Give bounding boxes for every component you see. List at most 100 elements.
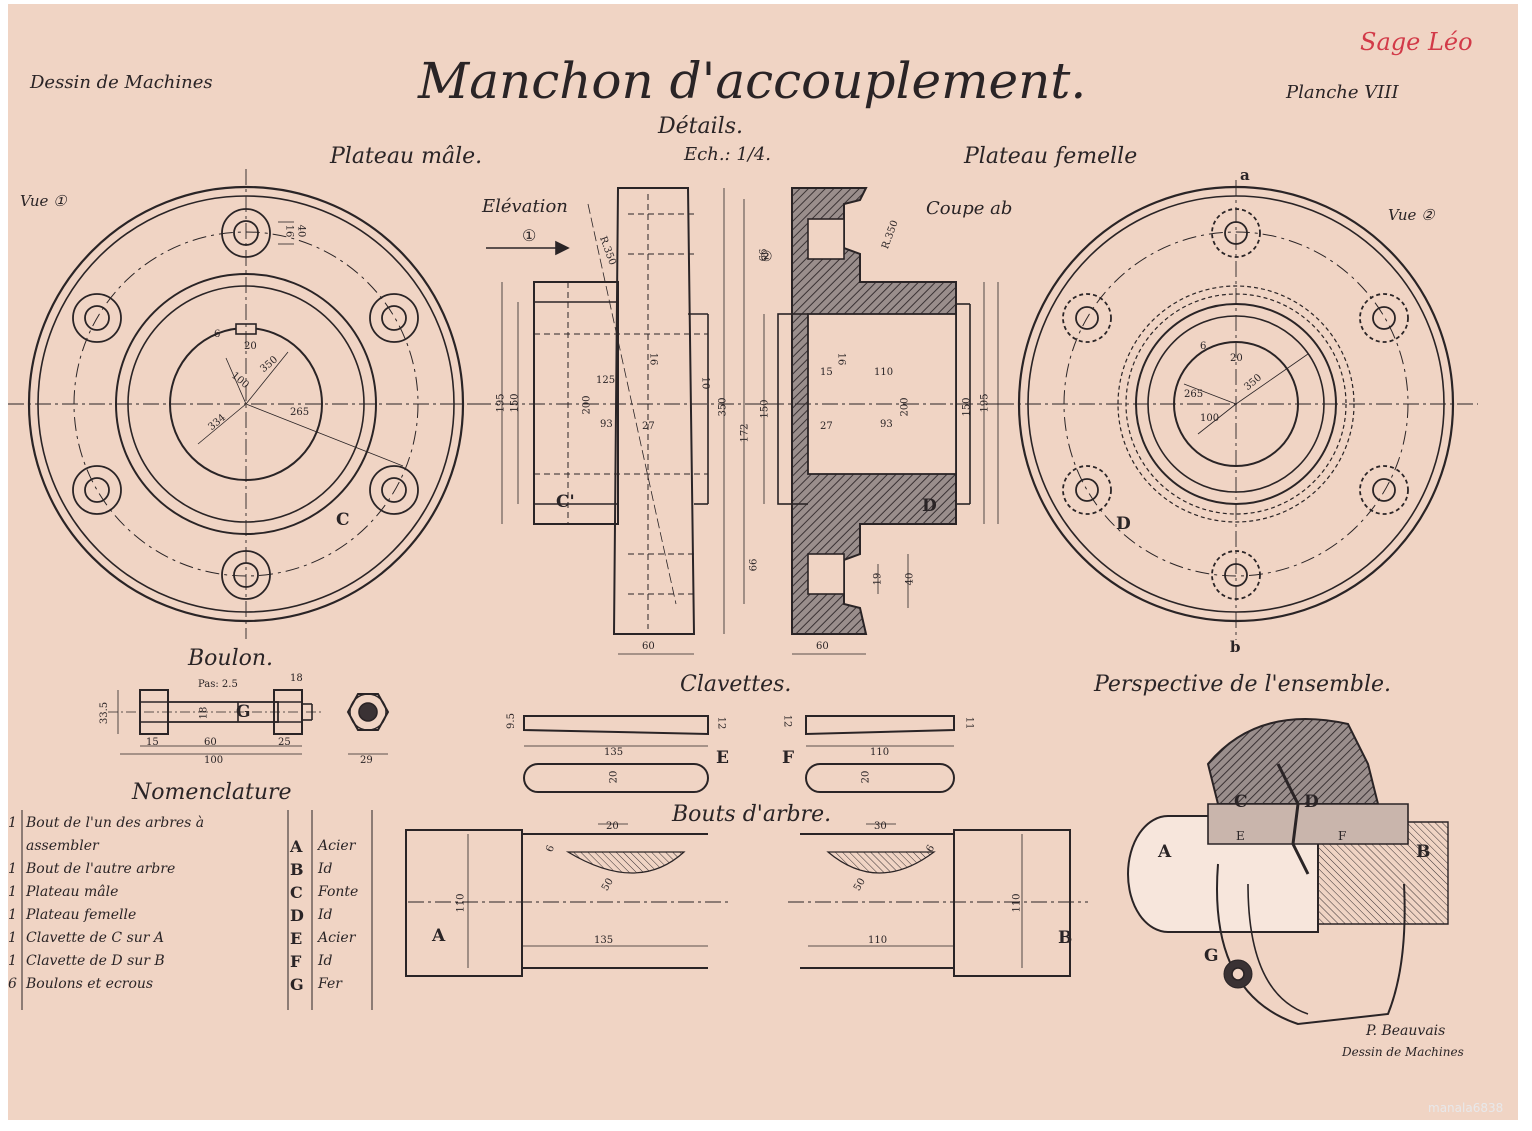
- dim-f100: 100: [1200, 413, 1220, 424]
- author-subtitle: Dessin de Machines: [1342, 1045, 1464, 1059]
- dim-f6: 6: [1200, 341, 1207, 352]
- dim-e150: 150: [509, 393, 521, 413]
- nomenclature-name: Clavette de D sur B: [26, 953, 165, 969]
- nomenclature-material: Id: [318, 953, 333, 969]
- shaft-ends-heading: Bouts d'arbre.: [672, 802, 832, 827]
- dim-m40: 40: [295, 224, 307, 238]
- signature: Sage Léo: [1360, 28, 1473, 56]
- nomenclature-qty: 1: [8, 815, 17, 831]
- dim-e10: 10: [699, 376, 711, 390]
- dim-e172: 172: [739, 423, 751, 443]
- dim-s110: 110: [874, 367, 894, 378]
- author-name: P. Beauvais: [1366, 1023, 1446, 1039]
- label-d-view: D: [1116, 514, 1131, 534]
- dim-b335: 33.5: [99, 701, 111, 725]
- nomenclature-title: Nomenclature: [132, 780, 292, 805]
- dim-k95: 9.5: [505, 713, 517, 729]
- nomenclature-mark: G: [290, 975, 304, 994]
- dim-b110b: 110: [1011, 893, 1023, 913]
- nomenclature-material: Id: [318, 861, 333, 877]
- nomenclature-qty: 1: [8, 953, 17, 969]
- section-mark-a: a: [1240, 166, 1250, 184]
- shaft-ends-drawing: [405, 823, 1088, 977]
- dim-e200: 200: [581, 395, 593, 415]
- nomenclature-material: Acier: [318, 930, 356, 946]
- label-e: E: [716, 748, 729, 768]
- keys-drawing: [523, 715, 955, 793]
- dim-e27: 27: [642, 421, 655, 432]
- dim-m265: 265: [290, 407, 310, 418]
- dim-e93: 93: [600, 419, 613, 430]
- scale-label: Ech.: 1/4.: [684, 144, 772, 165]
- nomenclature-table: [21, 810, 373, 1010]
- dim-k12: 12: [715, 716, 727, 730]
- dim-s200: 200: [899, 397, 911, 417]
- view1-label: Vue ①: [20, 192, 67, 210]
- persp-label-a: A: [1158, 842, 1172, 862]
- dim-s93: 93: [880, 419, 893, 430]
- drawing-sheet: Dessin de Machines Manchon d'accouplemen…: [8, 4, 1518, 1120]
- dim-f20: 20: [1230, 353, 1243, 364]
- persp-label-b: B: [1416, 842, 1431, 862]
- section-label: Coupe ab: [926, 198, 1013, 219]
- nomenclature-material: Fer: [318, 976, 342, 992]
- label-a-shaft: A: [432, 926, 446, 946]
- subtitle: Détails.: [658, 114, 743, 139]
- dim-b30: 30: [874, 821, 887, 832]
- nomenclature-mark: B: [290, 860, 304, 879]
- persp-label-c: C: [1234, 792, 1248, 812]
- dim-pitch: Pas: 2.5: [198, 679, 238, 690]
- nomenclature-name: Clavette de C sur A: [26, 930, 165, 946]
- dim-f265: 265: [1184, 389, 1204, 400]
- bolt-drawing: [108, 689, 390, 755]
- view2-label: Vue ②: [1388, 206, 1435, 224]
- dim-k11: 11: [963, 716, 975, 730]
- keys-heading: Clavettes.: [680, 672, 792, 697]
- dim-s16: 16: [835, 352, 847, 366]
- nomenclature-qty: 1: [8, 907, 17, 923]
- dim-k12b: 12: [781, 714, 793, 728]
- nomenclature-name: Bout de l'autre arbre: [26, 861, 176, 877]
- dim-b18b: 18: [198, 706, 210, 720]
- dim-e195: 195: [495, 393, 507, 413]
- nomenclature-qty: 1: [8, 884, 17, 900]
- persp-label-f: F: [1338, 829, 1347, 843]
- section-view: [763, 187, 1008, 655]
- arrow-view-2: ②: [760, 249, 773, 265]
- nomenclature-qty: 1: [8, 930, 17, 946]
- female-plate-heading: Plateau femelle: [964, 144, 1138, 169]
- label-c: C: [336, 510, 350, 530]
- persp-label-g: G: [1204, 946, 1219, 966]
- persp-label-e: E: [1236, 829, 1245, 843]
- dim-s19: 19: [872, 572, 884, 586]
- nomenclature-material: Id: [318, 907, 333, 923]
- elevation-view: [448, 187, 768, 655]
- dim-s60: 60: [816, 641, 829, 652]
- arrow-view-1: ①: [522, 226, 537, 245]
- dim-k135: 135: [604, 747, 624, 758]
- label-d-section: D: [922, 496, 937, 516]
- label-b-shaft: B: [1058, 928, 1073, 948]
- dim-b29: 29: [360, 755, 373, 766]
- dim-s66-a: 66: [758, 248, 770, 262]
- dim-k20: 20: [608, 770, 620, 784]
- dim-b110: 110: [868, 935, 888, 946]
- dim-b100: 100: [204, 755, 224, 766]
- dim-b25: 25: [278, 737, 291, 748]
- dim-b18: 18: [290, 673, 303, 684]
- dim-m16: 16: [283, 224, 295, 238]
- persp-label-d: D: [1304, 792, 1319, 812]
- male-plate-view: [8, 169, 486, 639]
- label-c-prime: C': [556, 492, 575, 512]
- dim-s40: 40: [904, 572, 916, 586]
- nomenclature-name: Boulons et ecrous: [26, 976, 154, 992]
- dim-k110: 110: [870, 747, 890, 758]
- elevation-label: Elévation: [482, 196, 568, 217]
- label-g: G: [236, 702, 251, 722]
- male-plate-heading: Plateau mâle.: [330, 144, 483, 169]
- dim-b15: 15: [146, 737, 159, 748]
- bolt-heading: Boulon.: [188, 646, 274, 671]
- dim-a110: 110: [455, 893, 467, 913]
- dim-a20: 20: [606, 821, 619, 832]
- nomenclature-qty: 6: [8, 976, 17, 992]
